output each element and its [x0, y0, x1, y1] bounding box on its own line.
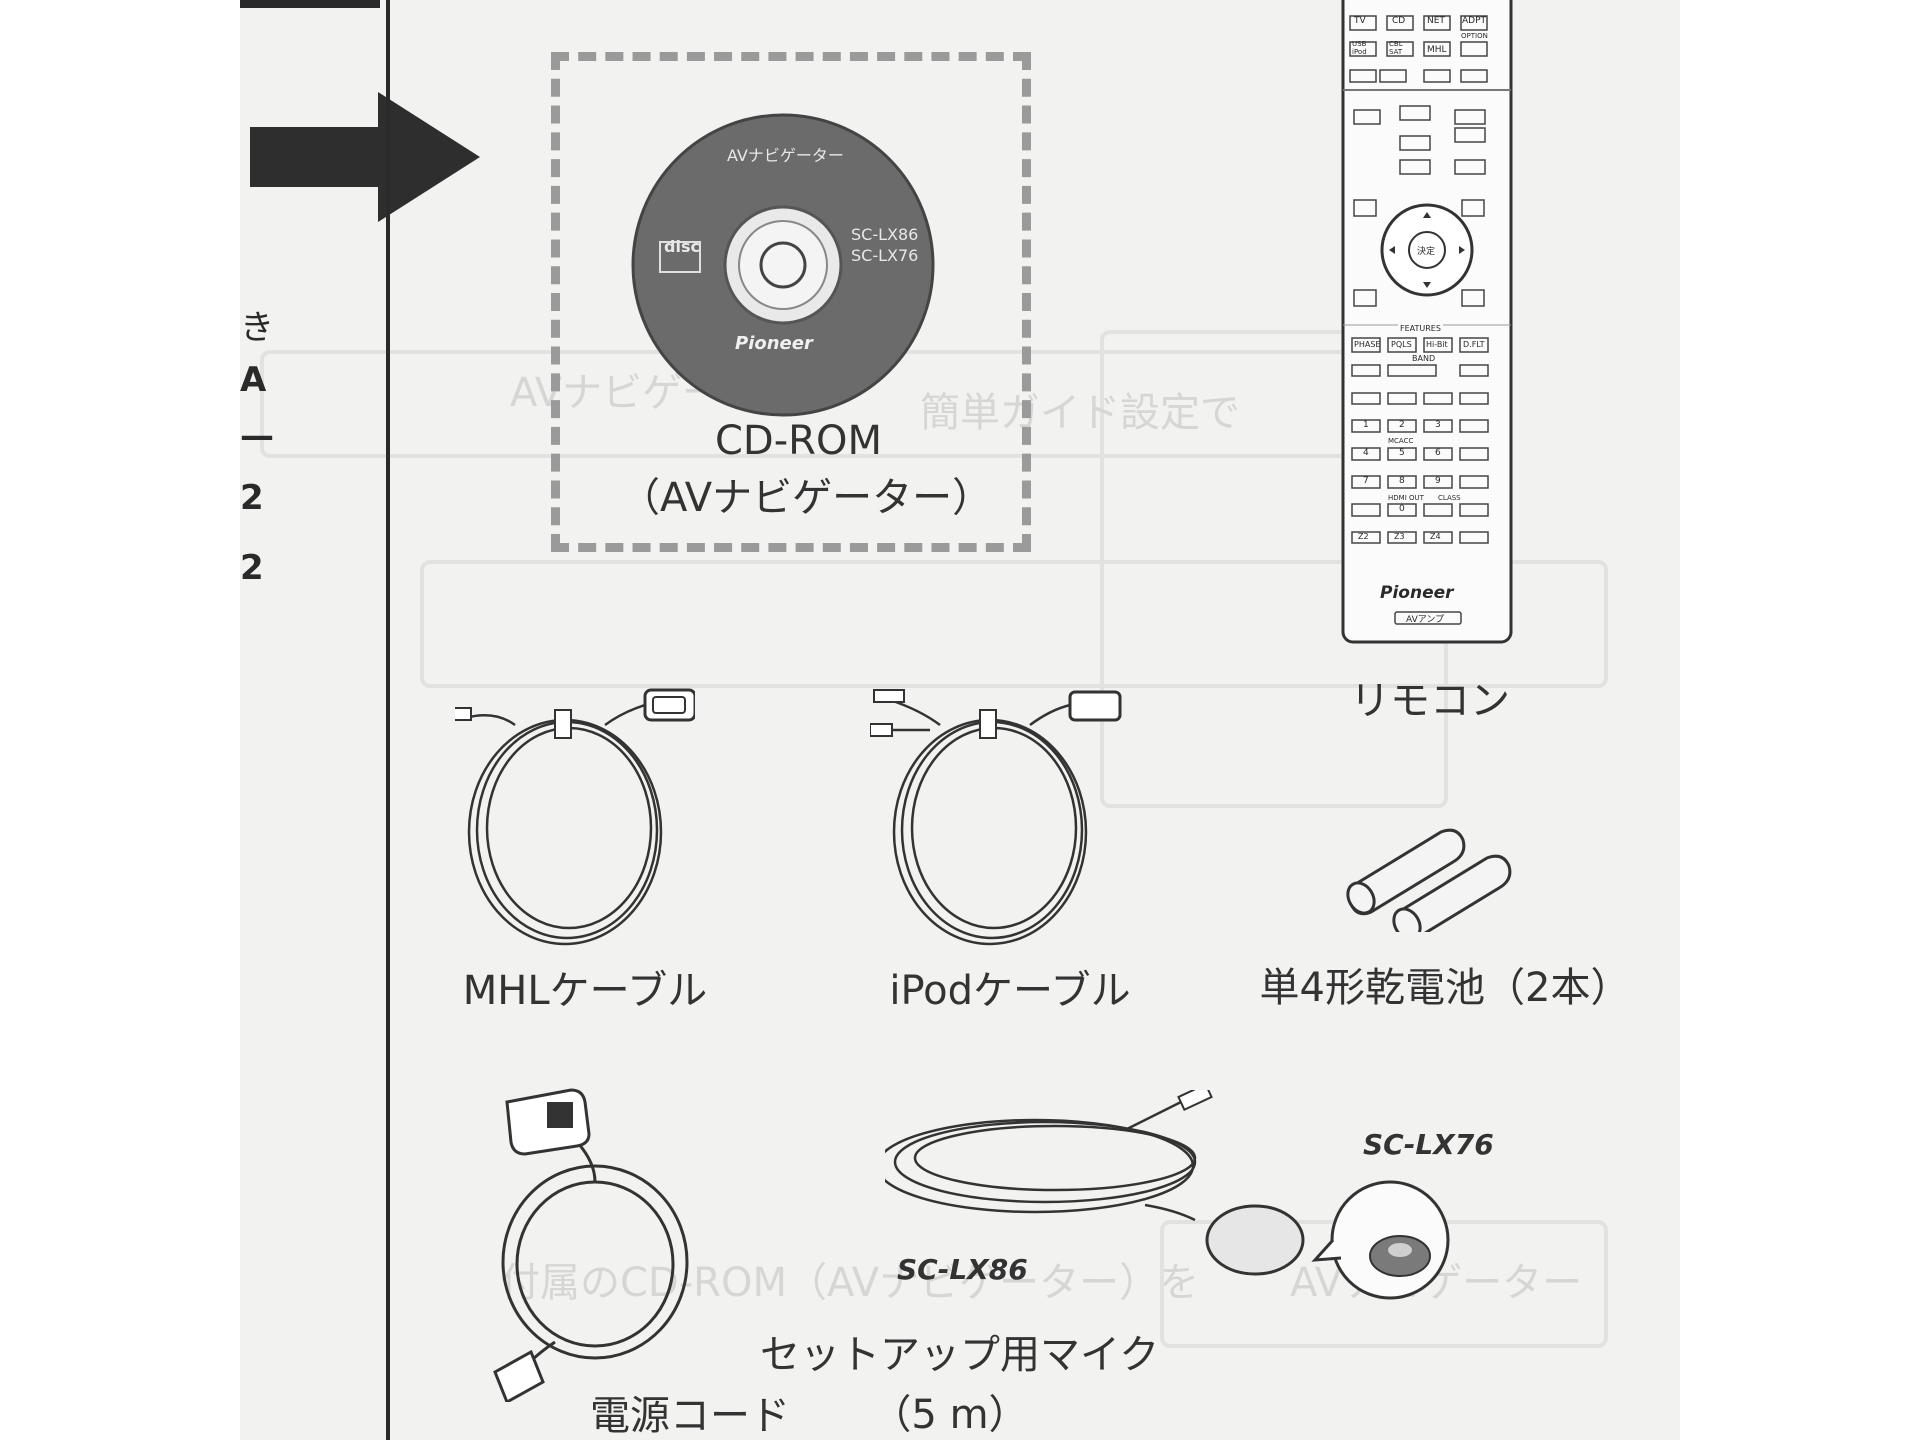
remote-label-enter: 決定 [1417, 247, 1436, 257]
top-rule [240, 0, 380, 8]
remote-button-option: OPTION [1461, 32, 1488, 40]
power-cord-icon [493, 1088, 689, 1402]
left-fragment: き [240, 308, 274, 348]
remote-label-mcacc: MCACC [1388, 437, 1414, 445]
remote-key-9: 9 [1435, 476, 1441, 486]
remote-feature-dflt: D.FLT [1463, 340, 1485, 349]
disc-brand: Pioneer [735, 333, 813, 354]
remote-label-features: FEATURES [1398, 324, 1443, 333]
remote-feature-hibit: Hi-Bit [1426, 340, 1448, 349]
mic-sublabel: （5 m） [871, 1392, 1029, 1438]
ipod-cable-icon [870, 689, 1122, 946]
remote-key-z3: Z3 [1394, 532, 1405, 541]
cd-rom-sublabel: （AVナビゲーター） [620, 475, 993, 521]
remote-key-z4: Z4 [1430, 532, 1441, 541]
remote-key-5: 5 [1399, 448, 1405, 458]
remote-label-class: CLASS [1438, 494, 1461, 502]
remote-key-3: 3 [1435, 420, 1441, 430]
left-fragment: 2 [240, 548, 264, 588]
disc-logo: disc [664, 237, 700, 256]
ghost-box [420, 560, 1608, 688]
remote-badge: AVアンプ [1406, 615, 1445, 625]
manual-page: AVナビゲー 簡単ガイド設定で 付属のCD-ROM（AVナビゲーター）を AVナ… [240, 0, 1680, 1440]
remote-key-1: 1 [1363, 420, 1369, 430]
remote-label-band: BAND [1412, 354, 1436, 363]
setup-mic-icon [885, 1090, 1450, 1300]
battery-label: 単4形乾電池（2本） [1259, 965, 1631, 1011]
remote-control-icon: TV CD NET ADPT USB iPod CBL SAT MHL OPTI… [1340, 0, 1515, 650]
mhl-cable-label: MHLケーブル [462, 968, 708, 1014]
right-arrow-icon [250, 92, 480, 222]
column-divider [386, 0, 390, 1440]
remote-key-8: 8 [1399, 476, 1405, 486]
remote-key-6: 6 [1435, 448, 1441, 458]
remote-button-adpt: ADPT [1462, 16, 1487, 26]
mic-model-main: SC-LX86 [897, 1253, 1028, 1286]
remote-key-0: 0 [1399, 504, 1405, 514]
cd-rom-label: CD-ROM [715, 418, 882, 464]
remote-label: リモコン [1350, 678, 1510, 724]
remote-key-z2: Z2 [1358, 532, 1369, 541]
remote-brand: Pioneer [1380, 583, 1454, 603]
remote-feature-phase: PHASE [1354, 340, 1381, 349]
mic-label: セットアップ用マイク [760, 1332, 1160, 1378]
left-fragment: A [240, 360, 267, 400]
cd-rom-disc-icon [631, 113, 935, 417]
remote-button-cd: CD [1392, 16, 1406, 26]
ghost-text: 簡単ガイド設定で [920, 390, 1240, 436]
mic-model-alt: SC-LX76 [1363, 1128, 1494, 1161]
disc-model: SC-LX86 [851, 225, 919, 244]
remote-key-2: 2 [1399, 420, 1405, 430]
mhl-cable-icon [455, 688, 695, 946]
remote-button-cbl: CBL SAT [1389, 40, 1403, 56]
left-fragment: 2 [240, 478, 264, 518]
remote-feature-pqls: PQLS [1391, 340, 1412, 349]
remote-button-mhl: MHL [1427, 45, 1447, 55]
ghost-text: 付属のCD-ROM（AVナビゲーター）を [500, 1260, 1200, 1306]
ipod-cable-label: iPodケーブル [889, 968, 1131, 1014]
cd-rom-frame [551, 52, 1031, 552]
disc-model: SC-LX76 [851, 246, 919, 265]
remote-key-4: 4 [1363, 448, 1369, 458]
aaa-battery-icon [1346, 828, 1512, 932]
remote-label-hdmi-out: HDMI OUT [1388, 494, 1424, 502]
disc-title: AVナビゲーター [727, 146, 844, 165]
remote-button-tv: TV [1354, 16, 1366, 26]
remote-key-7: 7 [1363, 476, 1369, 486]
power-cord-label: 電源コード [590, 1393, 790, 1439]
remote-button-net: NET [1427, 16, 1445, 26]
left-fragment: — [240, 416, 274, 456]
remote-button-usb: USB iPod [1352, 40, 1367, 56]
